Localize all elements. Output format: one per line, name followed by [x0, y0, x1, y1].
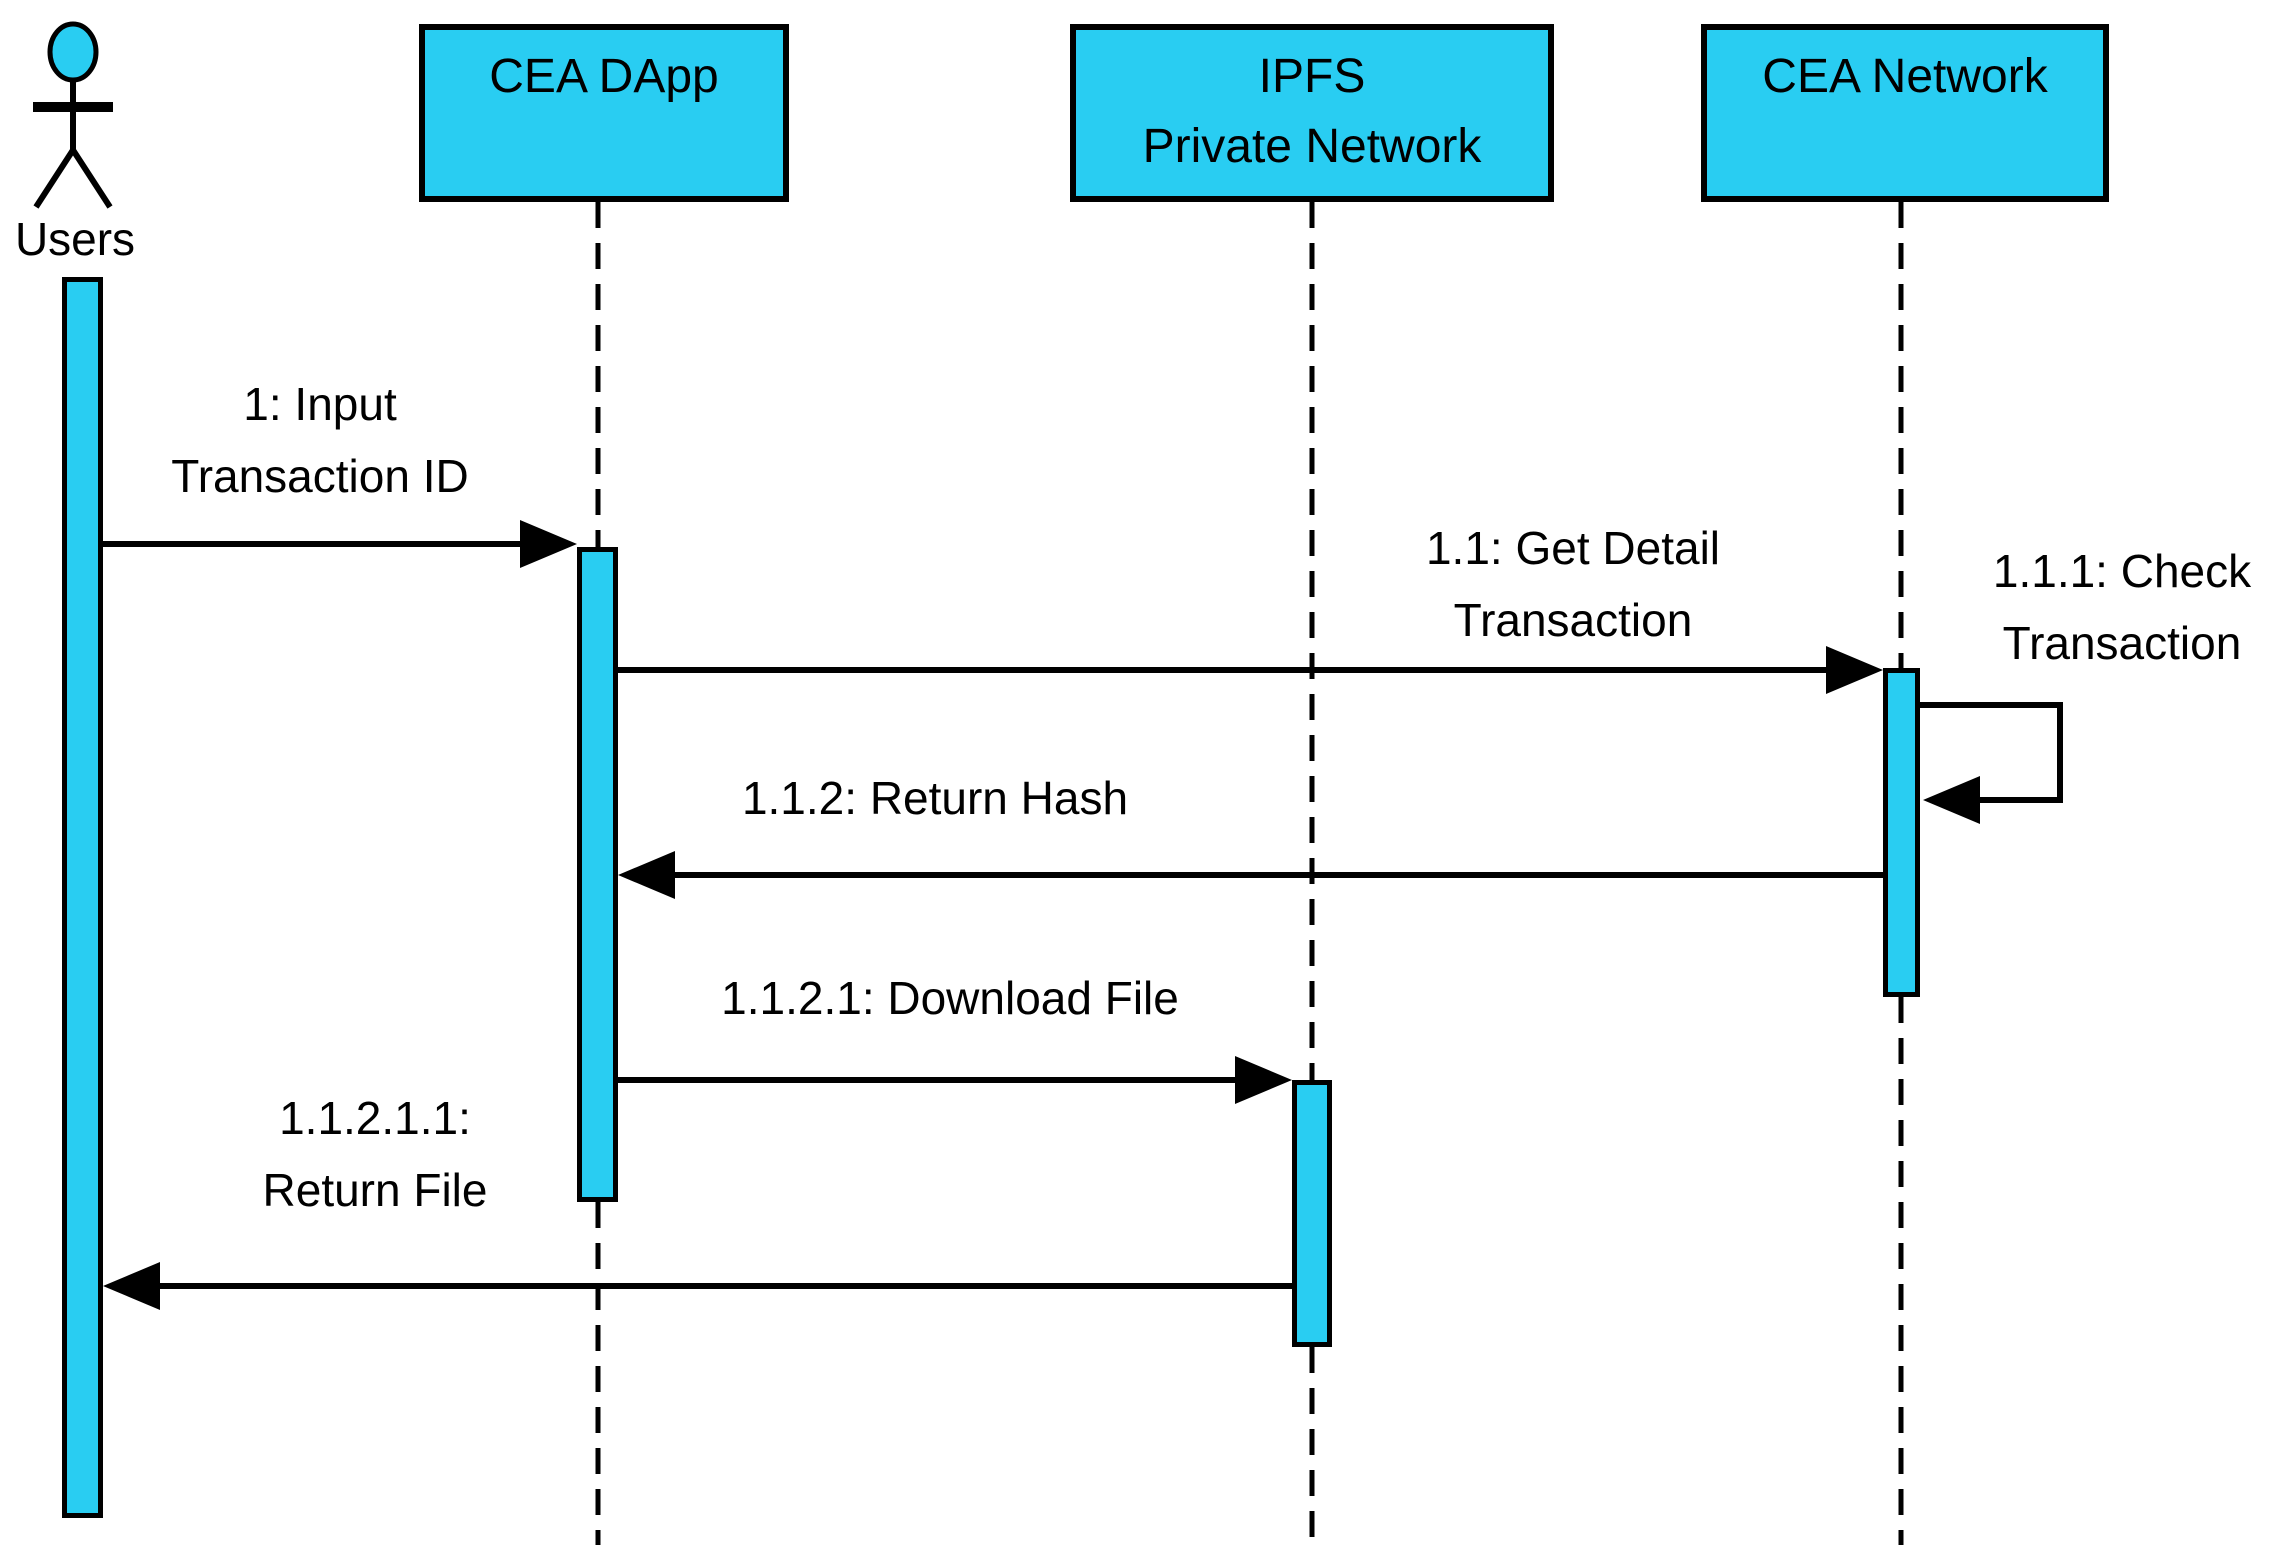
- activation-bar-users: [62, 277, 103, 1518]
- actor-head-icon: [47, 21, 99, 83]
- activation-bar-ipfs: [1292, 1080, 1332, 1347]
- message-2-label: 1.1: Get Detail Transaction: [1426, 512, 1720, 656]
- participant-label-cea-network: CEA Network: [1762, 50, 2048, 103]
- message-1-label-line2: Transaction ID: [171, 450, 469, 502]
- participant-label-ipfs-line1: IPFS: [1258, 50, 1366, 103]
- message-3-arrowhead: [1923, 776, 1980, 824]
- message-5-arrowhead: [1235, 1056, 1292, 1104]
- message-4-arrowhead: [618, 851, 675, 899]
- message-2-label-line1: 1.1: Get Detail: [1425, 522, 1721, 574]
- activation-bar-cea-network: [1883, 668, 1920, 997]
- message-3-self-loop: [1920, 702, 2063, 803]
- message-6-label-line2: Return File: [262, 1164, 488, 1216]
- actor-leg-left: [33, 148, 76, 209]
- message-5-label: 1.1.2.1: Download File: [721, 962, 1179, 1034]
- message-3-label: 1.1.1: Check Transaction: [1993, 535, 2251, 679]
- participant-label-ipfs-line2: Private Network: [1142, 120, 1482, 173]
- message-2-label-line2: Transaction: [1453, 594, 1693, 646]
- actor-figure: [33, 21, 113, 209]
- message-2-arrowhead: [1826, 646, 1883, 694]
- message-5-label-line1: 1.1.2.1: Download File: [721, 972, 1179, 1024]
- message-6-arrowhead: [103, 1262, 160, 1310]
- message-6-label-line1: 1.1.2.1.1:: [279, 1092, 471, 1144]
- participant-box-ipfs: IPFS Private Network: [1070, 24, 1554, 202]
- actor-leg-right: [70, 148, 113, 209]
- participant-label-cea-dapp: CEA DApp: [489, 50, 719, 103]
- participant-box-cea-network: CEA Network: [1701, 24, 2109, 202]
- actor-label-users: Users: [14, 213, 136, 265]
- message-1-label-line1: 1: Input: [243, 378, 397, 430]
- message-4-label-line1: 1.1.2: Return Hash: [741, 772, 1129, 824]
- message-3-label-line1: 1.1.1: Check: [1992, 545, 2252, 597]
- message-3-label-line2: Transaction: [2002, 617, 2242, 669]
- message-6-label: 1.1.2.1.1: Return File: [263, 1082, 488, 1226]
- message-4-label: 1.1.2: Return Hash: [742, 762, 1128, 834]
- participant-box-cea-dapp: CEA DApp: [419, 24, 789, 202]
- message-1-label: 1: Input Transaction ID: [171, 368, 468, 512]
- activation-bar-cea-dapp: [577, 547, 618, 1202]
- message-1-arrowhead: [520, 520, 577, 568]
